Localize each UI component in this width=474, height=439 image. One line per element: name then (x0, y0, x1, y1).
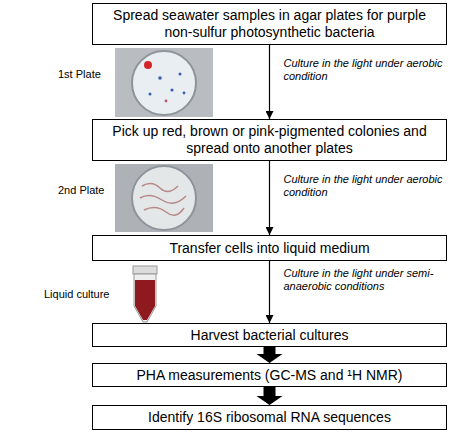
box-text: Pick up red, brown or pink-pigmented col… (93, 123, 446, 157)
stage-label: 2nd Plate (58, 184, 104, 197)
box-text: PHA measurements (GC-MS and ¹H NMR) (130, 367, 408, 384)
flow-arrow (269, 161, 270, 235)
colony (158, 76, 162, 80)
tube-cap (133, 266, 157, 274)
block-arrow (257, 387, 283, 405)
colony (170, 88, 173, 91)
plate-photo (115, 48, 213, 117)
box-text: Transfer cells into liquid medium (163, 240, 375, 257)
photo-background (115, 48, 213, 117)
flow-arrow (269, 261, 270, 323)
block-arrow (257, 347, 283, 363)
edge-label: Culture in the light under aerobic condi… (284, 173, 464, 199)
box-text: Spread seawater samples in agar plates f… (93, 7, 446, 41)
process-box: PHA measurements (GC-MS and ¹H NMR) (92, 363, 447, 387)
edge-label: Culture in the light under aerobic condi… (284, 57, 464, 83)
plate-sticker (144, 61, 152, 69)
process-box: Identify 16S ribosomal RNA sequences (92, 405, 447, 430)
red-culture (135, 280, 155, 320)
streak-lines (140, 183, 186, 215)
colony (179, 73, 182, 76)
tube-body (134, 274, 156, 322)
plate-photo (115, 164, 213, 232)
agar-plate (132, 166, 196, 230)
colony (149, 93, 152, 96)
box-text: Identify 16S ribosomal RNA sequences (142, 409, 397, 426)
colony (165, 100, 168, 103)
stage-label: 1st Plate (58, 68, 101, 81)
process-box: Transfer cells into liquid medium (92, 235, 447, 261)
agar-plate (132, 51, 196, 115)
stage-label: Liquid culture (44, 288, 109, 301)
process-box: Harvest bacterial cultures (92, 323, 447, 347)
box-text: Harvest bacterial cultures (185, 327, 355, 344)
process-box: Pick up red, brown or pink-pigmented col… (92, 119, 447, 161)
culture-tube (133, 266, 157, 322)
flow-arrow (269, 45, 270, 119)
edge-label: Culture in the light under semi-anaerobi… (284, 267, 464, 293)
photo-background (115, 164, 213, 232)
process-box: Spread seawater samples in agar plates f… (92, 3, 447, 45)
colony (183, 92, 186, 95)
